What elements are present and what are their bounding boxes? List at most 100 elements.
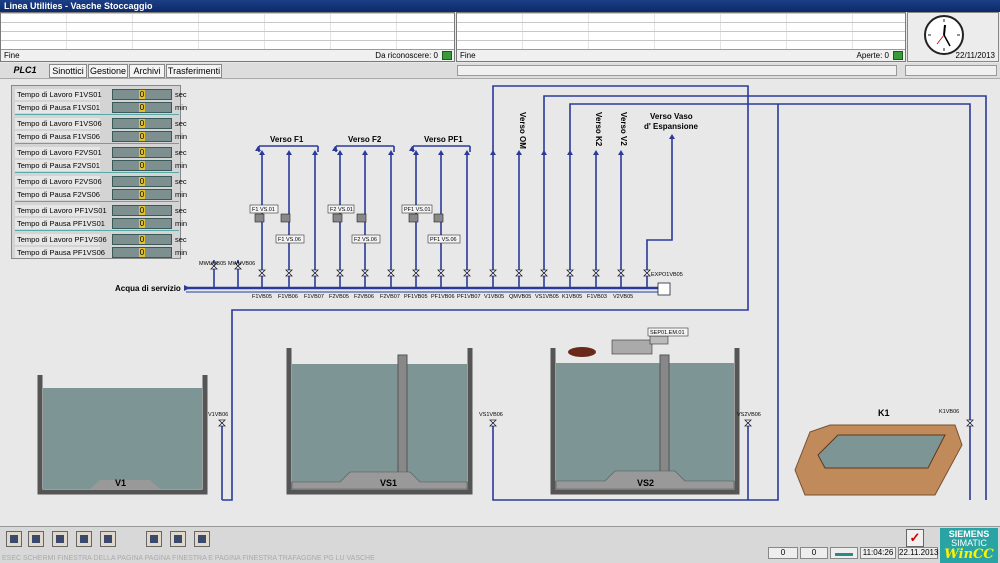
plc-label: PLC1 — [13, 65, 37, 75]
param-value-field[interactable]: 0 — [112, 176, 172, 187]
param-value-field[interactable]: 0 — [112, 189, 172, 200]
param-value-field[interactable]: 0 — [112, 147, 172, 158]
valve-label: F1VB07 — [304, 294, 324, 300]
valve-label: F2VB07 — [380, 294, 400, 300]
valve-label: K1VB05 — [562, 294, 582, 300]
valve-label: VS1VB05 — [535, 294, 559, 300]
param-unit: sec — [175, 148, 187, 157]
label-espansione: d' Espansione — [644, 122, 698, 131]
param-value-field[interactable]: 0 — [112, 218, 172, 229]
alarm-unack-count: Da riconoscere: 0 — [375, 51, 438, 60]
valve-label: MWUVB06 — [228, 261, 255, 267]
clock-icon — [924, 15, 964, 55]
param-value-field[interactable]: 0 — [112, 205, 172, 216]
valve-label: PF1VB06 — [431, 294, 455, 300]
clock-panel: 22/11/2013 — [907, 12, 999, 62]
pump-tag: F2 VS.01 — [330, 207, 353, 213]
param-label: Tempo di Pausa PF1VS01 — [15, 218, 105, 229]
tank-vs1-label: VS1 — [380, 478, 397, 488]
valve-label: VS1VB06 — [479, 412, 503, 418]
label-verso-pf1: Verso PF1 — [424, 135, 463, 144]
param-label: Tempo di Pausa PF1VS06 — [15, 247, 105, 258]
valve-label: F1VB05 — [252, 294, 272, 300]
valve-label: QMVB05 — [509, 294, 531, 300]
status-count-2: 0 — [800, 547, 828, 559]
tab-gestione[interactable]: Gestione — [88, 64, 128, 78]
pump-tag: PF1 VS.01 — [404, 207, 431, 213]
valve-label: EXPO1VB05 — [651, 272, 683, 278]
siemens-wincc-logo: SIEMENS SIMATIC WinCC — [940, 528, 998, 563]
param-value-field[interactable]: 0 — [112, 118, 172, 129]
label-verso-v2: Verso V2 — [619, 112, 628, 146]
info-bar — [457, 65, 897, 76]
param-label: Tempo di Pausa F2VS01 — [15, 160, 100, 171]
login-icon[interactable] — [6, 531, 22, 547]
pump-tag: F2 VS.06 — [354, 237, 377, 243]
label-verso-om: Verso OM — [518, 112, 527, 149]
alarm-grid — [457, 13, 905, 51]
valve-label: V2VB05 — [613, 294, 633, 300]
pump-tag: PF1 VS.06 — [430, 237, 457, 243]
status-message: ESEC SCHERMI FINESTRA DELLA PAGINA PAGIN… — [2, 555, 375, 562]
param-unit: sec — [175, 177, 187, 186]
param-unit: min — [175, 190, 188, 199]
alarm-toolbar-icon[interactable] — [893, 51, 903, 60]
status-date: 22.11.2013 — [898, 547, 939, 559]
document-icon[interactable] — [194, 531, 210, 547]
param-value-field[interactable]: 0 — [112, 102, 172, 113]
alarm-open-count: Aperte: 0 — [856, 51, 889, 60]
alarm-toolbar-icon[interactable] — [442, 51, 452, 60]
tab-archivi[interactable]: Archivi — [129, 64, 165, 78]
valve-label: PF1VB05 — [404, 294, 428, 300]
monitor-icon[interactable] — [170, 531, 186, 547]
param-unit: sec — [175, 119, 187, 128]
acknowledge-check-icon[interactable]: ✓ — [906, 529, 924, 547]
param-unit: sec — [175, 206, 187, 215]
pump-tag: F1 VS.01 — [252, 207, 275, 213]
alarm-list-left[interactable]: Fine Da riconoscere: 0 — [0, 12, 455, 62]
key-icon[interactable] — [28, 531, 44, 547]
bottom-toolbar: ESEC SCHERMI FINESTRA DELLA PAGINA PAGIN… — [0, 526, 1000, 563]
param-value-field[interactable]: 0 — [112, 131, 172, 142]
tab-trasferimenti[interactable]: Trasferimenti — [166, 64, 222, 78]
status-progress — [830, 547, 858, 559]
param-value-field[interactable]: 0 — [112, 234, 172, 245]
tab-sinottici[interactable]: Sinottici — [49, 64, 87, 78]
print-icon[interactable] — [146, 531, 162, 547]
param-label: Tempo di Lavoro F2VS06 — [15, 176, 102, 187]
status-count-1: 0 — [768, 547, 798, 559]
alarm-status-left-text: Fine — [4, 51, 20, 60]
param-unit: min — [175, 103, 188, 112]
param-unit: sec — [175, 235, 187, 244]
param-value-field[interactable]: 0 — [112, 160, 172, 171]
tank-vs2-label: VS2 — [637, 478, 654, 488]
param-divider — [15, 172, 179, 173]
param-value-field[interactable]: 0 — [112, 89, 172, 100]
param-label: Tempo di Lavoro PF1VS01 — [15, 205, 107, 216]
separator-tag: SEP01.EM.01 — [650, 330, 685, 336]
param-unit: sec — [175, 90, 187, 99]
valve-label: PF1VB07 — [457, 294, 481, 300]
alarm-status-left: Fine Da riconoscere: 0 — [1, 49, 454, 61]
user-icon[interactable] — [52, 531, 68, 547]
status-time: 11:04:26 — [860, 547, 896, 559]
valve-label: MWUVB05 — [199, 261, 226, 267]
binoculars-icon[interactable] — [76, 531, 92, 547]
param-value-field[interactable]: 0 — [112, 247, 172, 258]
settings-icon[interactable] — [100, 531, 116, 547]
param-unit: min — [175, 132, 188, 141]
param-label: Tempo di Pausa F1VS06 — [15, 131, 100, 142]
valve-label: F1VB03 — [587, 294, 607, 300]
alarm-list-right[interactable]: Fine Aperte: 0 — [456, 12, 906, 62]
clock-date: 22/11/2013 — [955, 51, 995, 60]
process-diagram: Verso F1 Verso F2 Verso PF1 Verso OM Ver… — [37, 85, 987, 501]
param-label: Tempo di Lavoro F1VS06 — [15, 118, 102, 129]
